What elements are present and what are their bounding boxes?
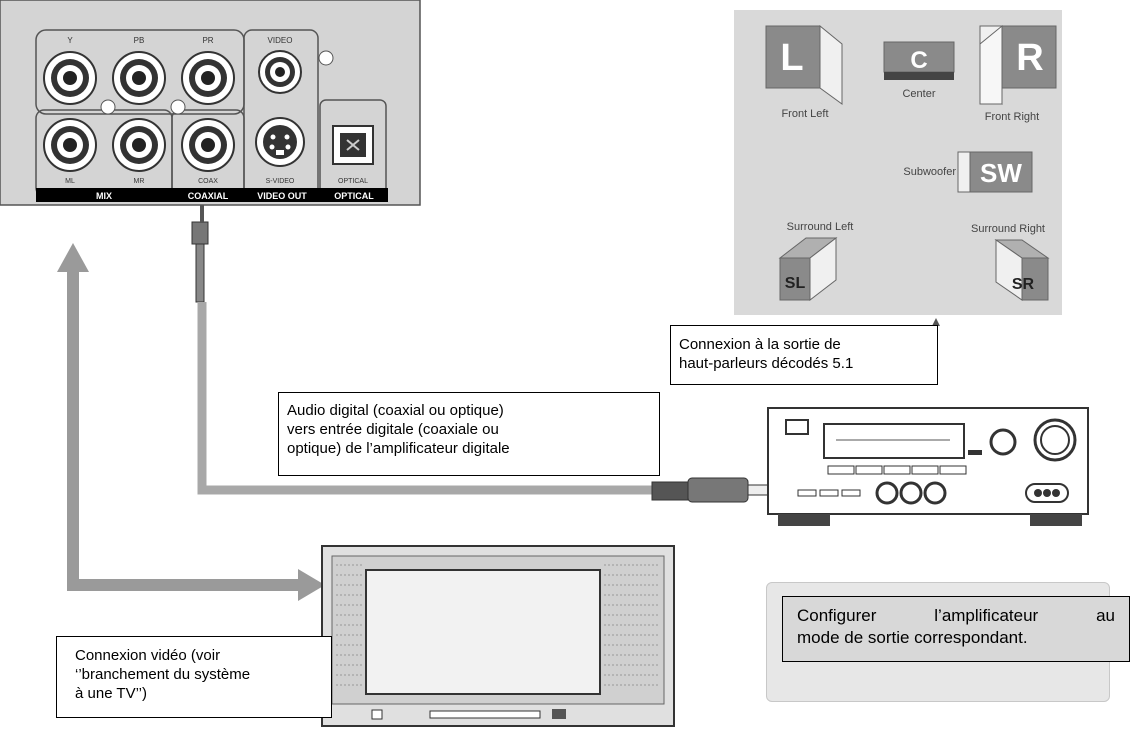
center-speaker: C: [883, 41, 955, 80]
surround-left-speaker: SL: [778, 236, 838, 302]
center-label: Center: [902, 88, 935, 100]
optical-jack: [332, 125, 374, 165]
config-note-line-2: mode de sortie correspondant.: [797, 628, 1028, 647]
front-right-letter: R: [1016, 37, 1043, 79]
jack-label-pb: PB: [134, 36, 145, 45]
speaker-output-callout: Connexion à la sortie de haut-parleurs d…: [670, 325, 938, 385]
front-left-label: Front Left: [781, 108, 828, 120]
center-letter: C: [910, 47, 927, 74]
subwoofer-label: Subwoofer: [903, 166, 956, 178]
front-left-letter: L: [780, 37, 803, 79]
rca-jack-mr: [112, 118, 166, 172]
player-back-panel: Y PB PR VIDEO: [0, 0, 421, 206]
jack-label-s-video: S-VIDEO: [266, 178, 295, 185]
front-right-speaker: R: [979, 24, 1057, 105]
video-callout-line-2: ‘’branchement du système: [75, 666, 251, 683]
surround-left-label: Surround Left: [787, 221, 854, 233]
speaker-callout-line-1: Connexion à la sortie de: [679, 336, 841, 353]
coaxial-cable: [191, 205, 769, 503]
s-video-jack: [255, 117, 305, 167]
group-label-coaxial: COAXIAL: [188, 191, 229, 201]
video-connection-arrow: [57, 243, 325, 601]
config-note: Configurer l’amplificateur au mode de so…: [782, 596, 1130, 662]
config-note-line-1: Configurer l’amplificateur au: [797, 606, 1115, 625]
front-right-label: Front Right: [985, 111, 1039, 123]
jack-label-pr: PR: [202, 36, 213, 45]
television: [321, 545, 675, 727]
digital-audio-callout: Audio digital (coaxial ou optique) vers …: [278, 392, 660, 476]
rca-jack-pr: [181, 51, 235, 105]
video-connection-callout: Connexion vidéo (voir ‘’branchement du s…: [56, 636, 332, 718]
rca-jack-pb: [112, 51, 166, 105]
jack-label-video: VIDEO: [268, 36, 293, 45]
subwoofer-letter: SW: [980, 158, 1022, 188]
amplifier: [767, 407, 1089, 526]
rca-jack-ml: [43, 118, 97, 172]
speaker-callout-line-2: haut-parleurs décodés 5.1: [679, 355, 854, 372]
digital-callout-line-2: vers entrée digitale (coaxiale ou: [287, 421, 499, 438]
surround-right-speaker: SR: [994, 239, 1050, 301]
jack-label-mr: MR: [134, 178, 145, 185]
video-callout-line-1: Connexion vidéo (voir: [75, 647, 221, 664]
video-callout-line-3: à une TV’’): [75, 685, 147, 702]
digital-callout-line-1: Audio digital (coaxial ou optique): [287, 402, 504, 419]
jack-label-ml: ML: [65, 178, 75, 185]
surround-left-letter: SL: [785, 275, 806, 292]
group-label-video-out: VIDEO OUT: [257, 191, 307, 201]
rca-jack-y: [43, 51, 97, 105]
rca-jack-coax: [181, 118, 235, 172]
jack-label-coax: COAX: [198, 178, 218, 185]
surround-right-label: Surround Right: [971, 223, 1045, 235]
speaker-layout-panel: L Front Left C Center R Front Right Subw…: [734, 10, 1062, 326]
jack-label-optical: OPTICAL: [338, 178, 368, 185]
group-label-optical: OPTICAL: [334, 191, 374, 201]
group-label-mix: MIX: [96, 191, 112, 201]
rca-jack-video: [258, 50, 302, 94]
surround-right-letter: SR: [1012, 276, 1035, 293]
subwoofer-speaker: SW: [957, 151, 1033, 193]
front-left-speaker: L: [765, 24, 843, 105]
jack-label-y: Y: [67, 36, 73, 45]
digital-callout-line-3: optique) de l’amplificateur digitale: [287, 440, 510, 457]
